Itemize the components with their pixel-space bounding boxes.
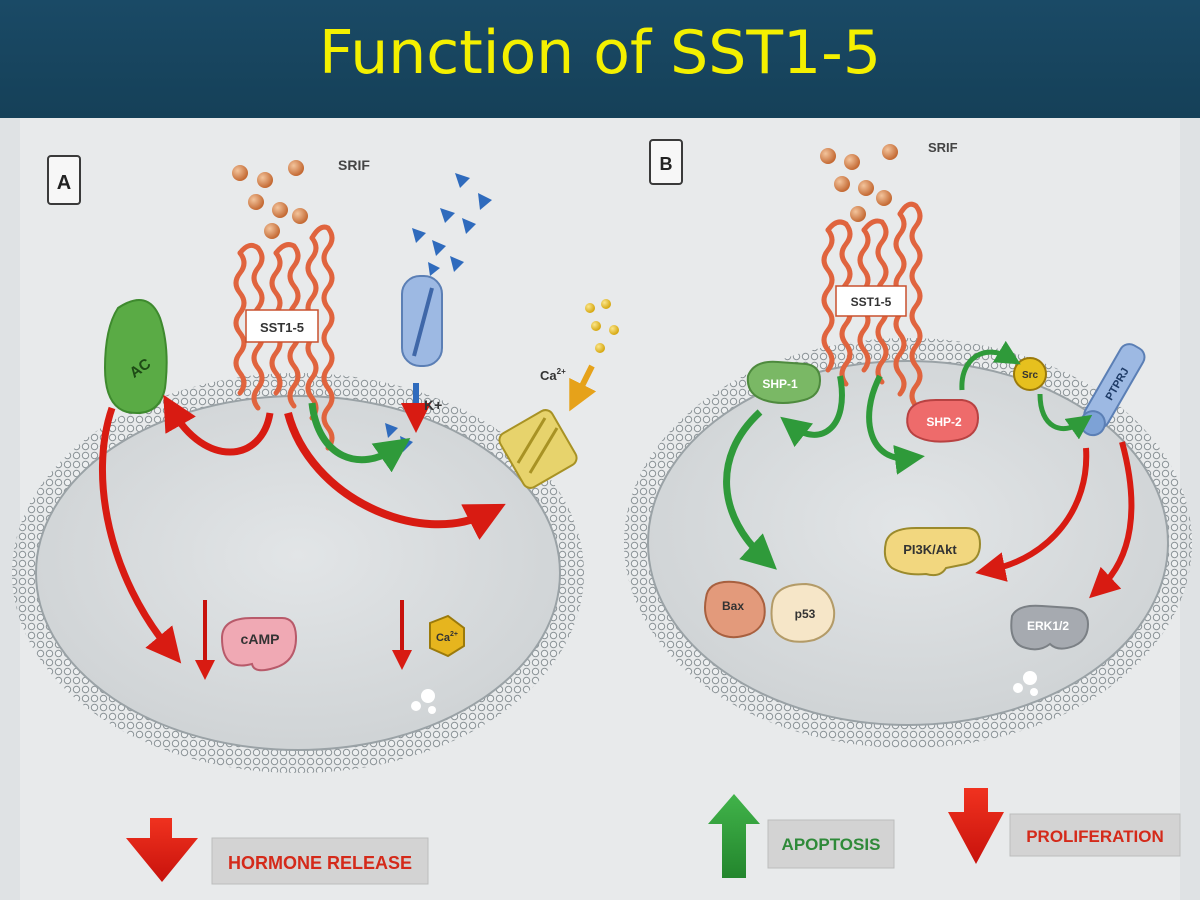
panel-a-srif-ligands (232, 160, 308, 239)
shp2-shape (906, 399, 980, 443)
erk-label: ERK1/2 (1027, 619, 1069, 633)
hormone-release-down-arrow (126, 818, 198, 882)
camp-label: cAMP (241, 631, 280, 647)
panel-a-cytoplasm (35, 395, 561, 751)
erk-shape (1010, 604, 1090, 651)
proliferation-down-arrow (948, 788, 1004, 864)
hormone-release-label: HORMONE RELEASE (228, 853, 412, 873)
page-title: Function of SST1-5 (318, 18, 881, 88)
proliferation-box (1009, 813, 1181, 857)
title-bar: Function of SST1-5 (0, 0, 1200, 118)
receptor-to-calcium-arrow (284, 411, 506, 540)
panel-a-receptor-box (245, 309, 319, 343)
apoptosis-up-arrow (708, 794, 760, 878)
apoptosis-label: APOPTOSIS (782, 835, 881, 854)
receptor-to-shp2-arrow (866, 374, 925, 475)
calcium-channel-label: Ca2+ (540, 367, 566, 383)
p53-label: p53 (795, 607, 816, 621)
ptprj-to-erk-arrow (1089, 441, 1135, 599)
panel-a-label: A (57, 172, 71, 194)
src-to-ptprj-arrow (1037, 393, 1093, 440)
signaling-diagram: A SRIF SST1-5 (0, 118, 1200, 900)
potassium-channel-stripe (412, 287, 434, 357)
panel-a-vesicles (411, 689, 436, 714)
apoptosis-box (767, 819, 895, 869)
panel-a-receptor-label: SST1-5 (260, 320, 304, 335)
calcium-channel (498, 409, 578, 489)
panel-b: B SRIF SST1-5 (624, 139, 1192, 878)
panel-a-srif-label: SRIF (338, 157, 370, 173)
panel-b-label: B (660, 154, 673, 174)
panel-b-vesicles (1013, 671, 1038, 696)
shp1-label: SHP-1 (762, 377, 798, 391)
p53-shape (770, 582, 836, 643)
ptprj-to-pi3k-arrow (975, 447, 1090, 582)
pi3k-akt-label: PI3K/Akt (903, 542, 957, 557)
intracellular-calcium-label: Ca2+ (436, 631, 458, 644)
receptor-to-ac-inhibition-arrow (163, 394, 274, 456)
panel-a: A SRIF SST1-5 (12, 155, 619, 885)
panel-b-receptor-label: SST1-5 (851, 295, 892, 309)
potassium-label: K+ (424, 397, 442, 413)
receptor-to-shp1-arrow (780, 375, 845, 448)
panel-b-receptor-box (835, 285, 907, 317)
receptor-to-potassium-arrow (308, 402, 411, 473)
calcium-ions-outside (585, 299, 619, 353)
panel-a-label-box (47, 155, 81, 205)
shp1-to-apoptosis-arrow (723, 409, 777, 570)
panel-b-label-box (649, 139, 683, 185)
adenylyl-cyclase-shape (103, 299, 168, 414)
src-shape (1013, 357, 1047, 391)
panel-b-srif-ligands (820, 144, 898, 222)
pi3k-akt-shape (883, 527, 982, 577)
bax-label: Bax (722, 599, 744, 613)
calcium-influx-arrow (569, 364, 597, 412)
shp1-shape (746, 360, 822, 404)
shp2-label: SHP-2 (926, 415, 962, 429)
to-src-arrow (959, 340, 1021, 391)
intracellular-calcium-shape (429, 614, 465, 658)
src-label: Src (1022, 370, 1039, 381)
panel-b-srif-label: SRIF (928, 140, 958, 155)
camp-shape (220, 617, 298, 672)
proliferation-label: PROLIFERATION (1026, 827, 1164, 846)
ac-to-camp-arrow (99, 406, 182, 664)
bax-shape (704, 580, 766, 639)
hormone-release-box (211, 837, 429, 885)
